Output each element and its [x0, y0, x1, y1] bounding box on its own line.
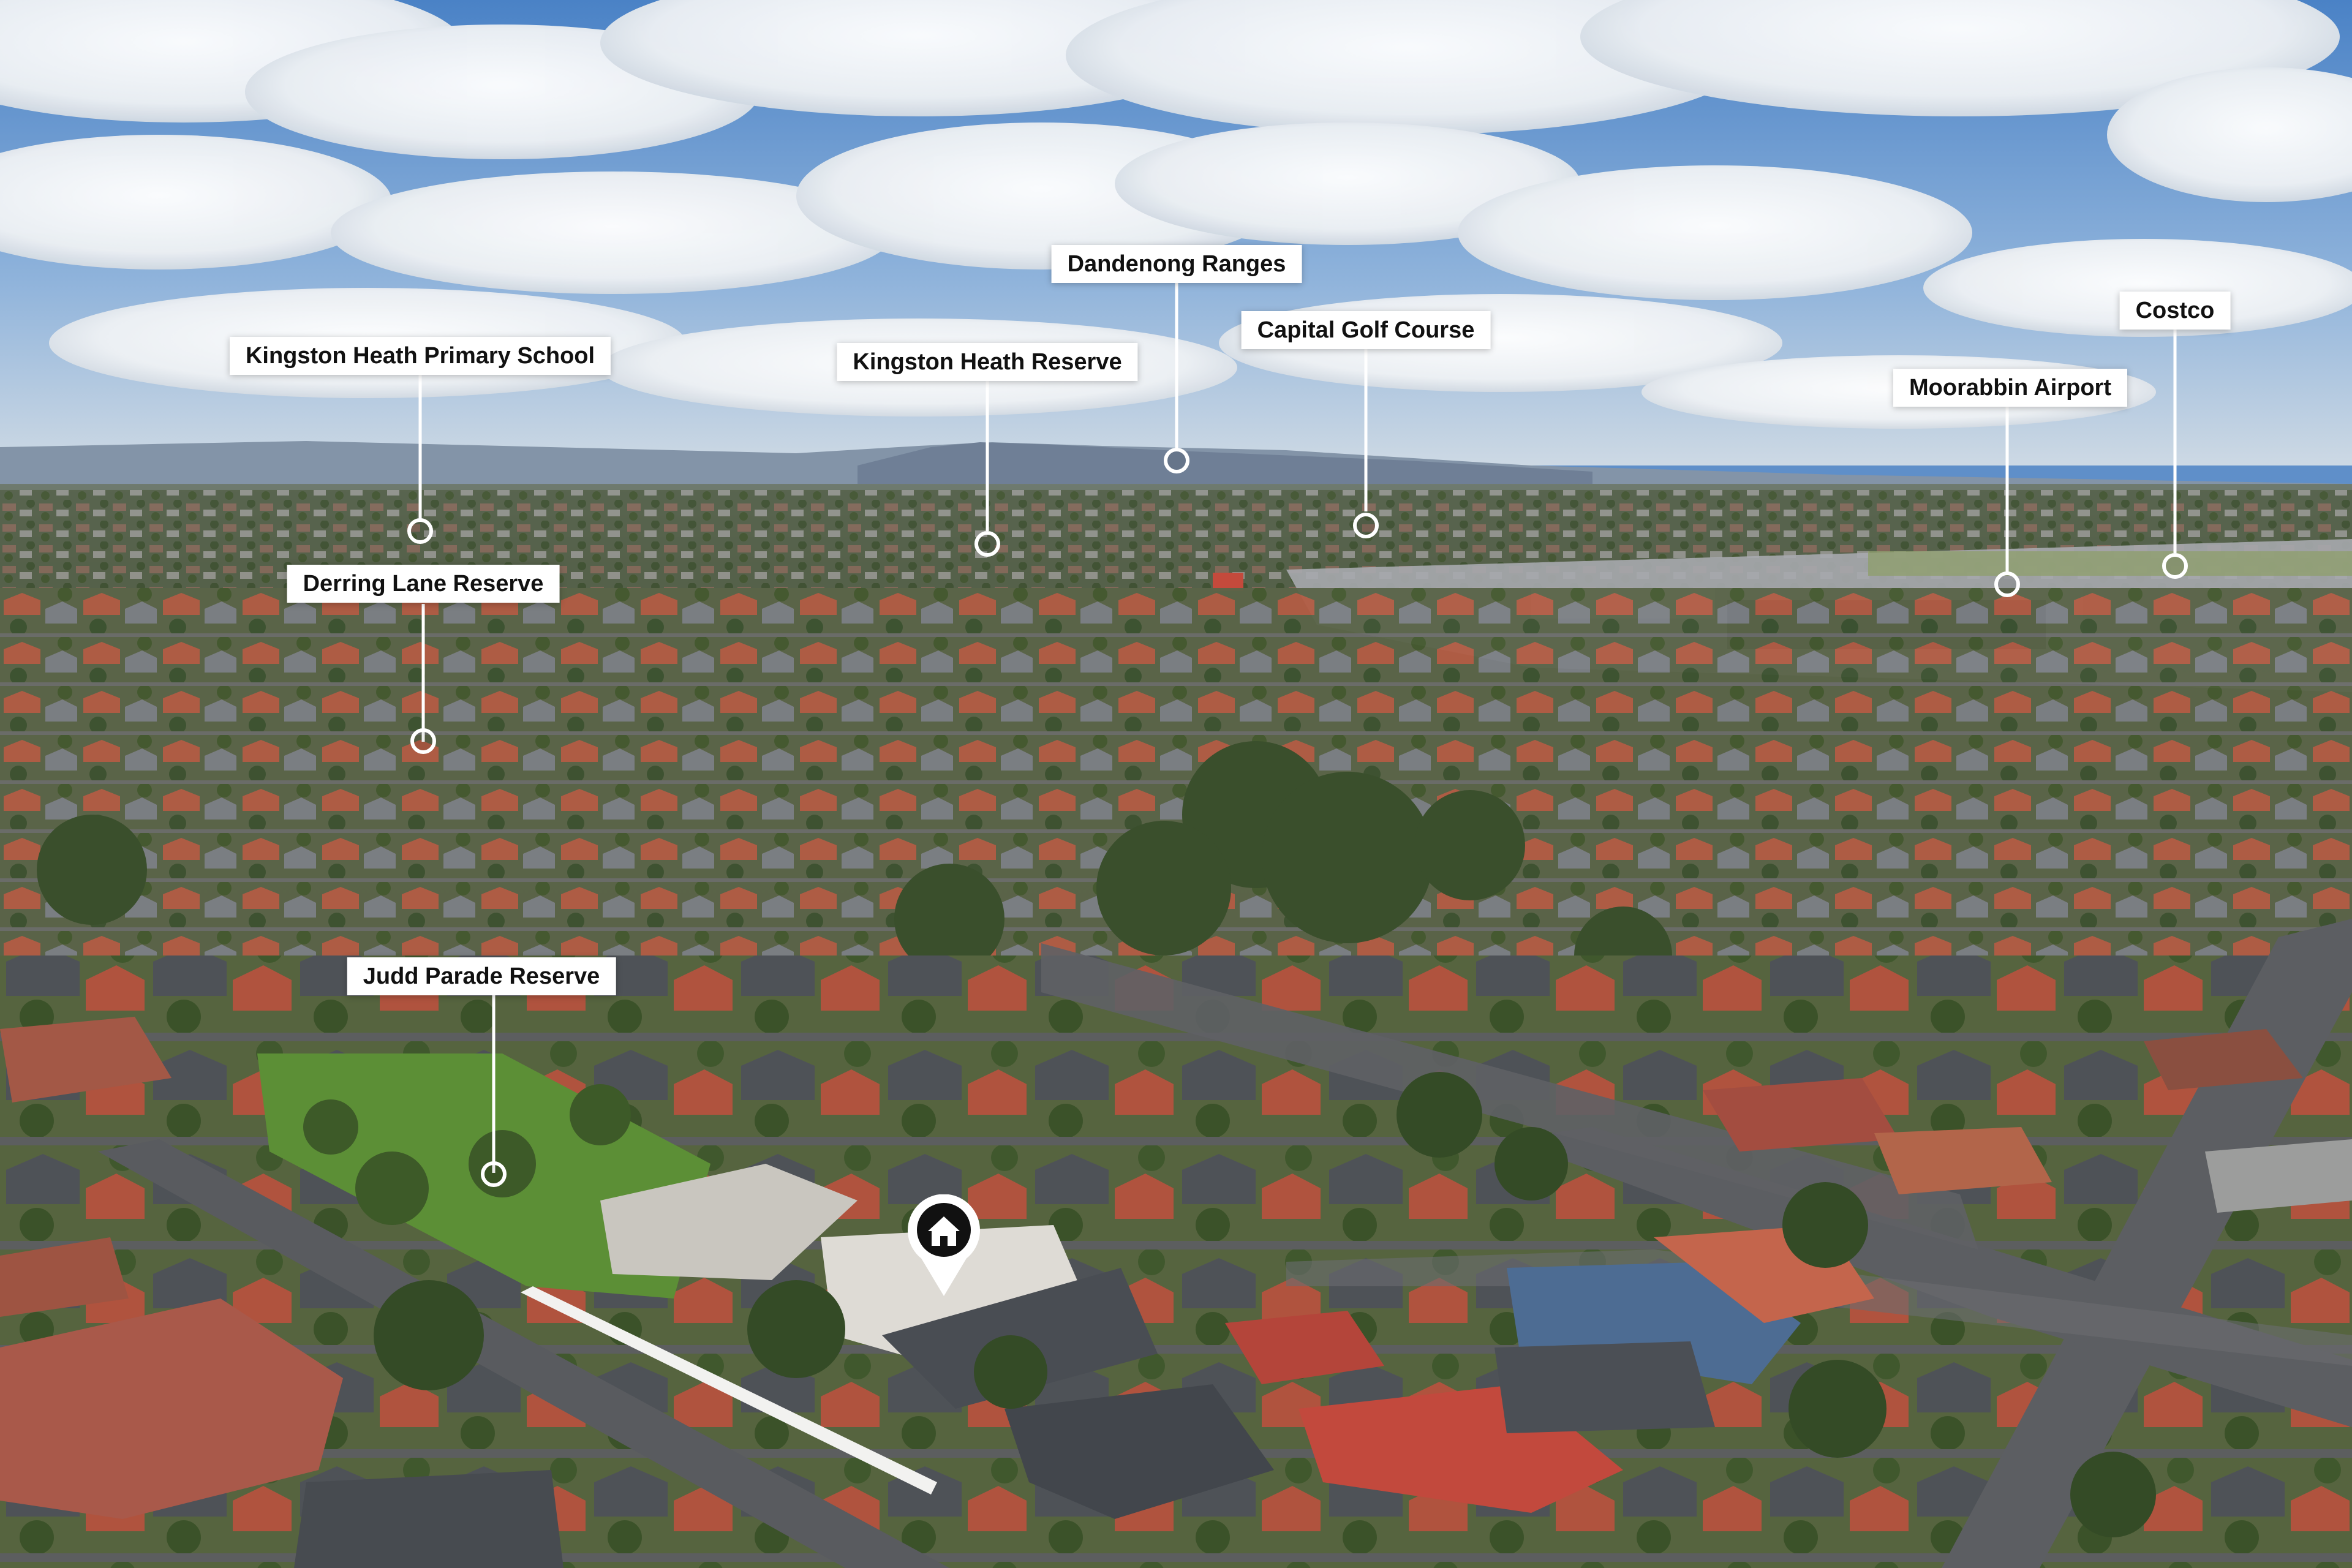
- leader-line: [2005, 407, 2009, 572]
- landmark-label: Costco: [2119, 292, 2231, 330]
- landmark-label: Derring Lane Reserve: [287, 565, 560, 603]
- location-marker-icon: [2162, 553, 2188, 579]
- leader-line: [418, 375, 422, 519]
- leader-line: [1364, 349, 1368, 511]
- leader-line: [421, 604, 425, 742]
- location-marker-icon: [410, 728, 436, 754]
- leader-line: [1175, 283, 1178, 448]
- leader-line: [492, 995, 496, 1173]
- landmark-label: Dandenong Ranges: [1051, 245, 1302, 283]
- leader-line: [2173, 330, 2177, 553]
- location-marker-icon: [974, 531, 1000, 557]
- location-marker-icon: [1353, 513, 1379, 538]
- landmark-label: Capital Golf Course: [1241, 311, 1491, 349]
- leader-line: [986, 381, 989, 531]
- landmark-label: Kingston Heath Primary School: [229, 337, 611, 375]
- location-marker-icon: [1994, 571, 2020, 597]
- home-icon: [908, 1194, 980, 1296]
- landmark-label: Moorabbin Airport: [1893, 369, 2127, 407]
- location-marker-icon: [481, 1161, 507, 1187]
- location-marker-icon: [1164, 448, 1189, 473]
- landmark-label: Kingston Heath Reserve: [837, 343, 1138, 381]
- location-marker-icon: [407, 518, 433, 544]
- landmark-label: Judd Parade Reserve: [347, 957, 616, 995]
